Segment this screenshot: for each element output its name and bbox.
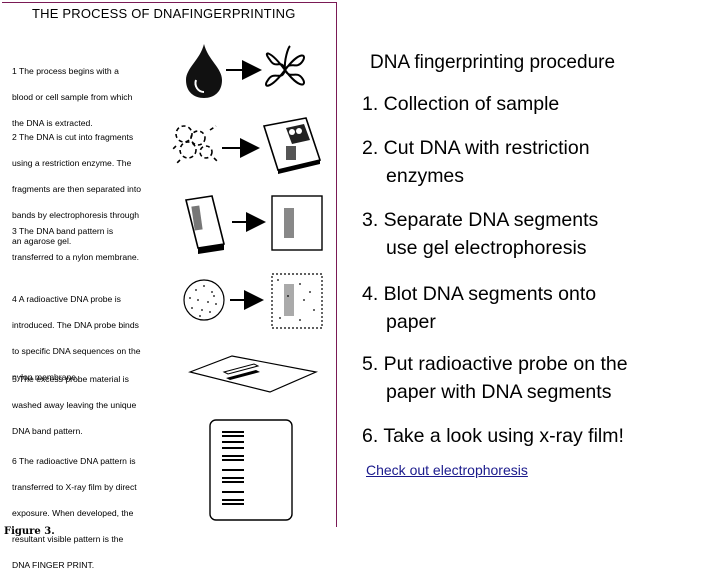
step-item-line: enzymes: [386, 165, 465, 187]
dna-fragments-icon: [171, 125, 219, 165]
slide-heading: DNA fingerprinting procedure: [370, 52, 616, 73]
step-item-line: 3. Separate DNA segments: [362, 209, 599, 231]
step-item-line: 4. Blot DNA segments onto: [362, 283, 597, 305]
step-5-line: DNA band pattern.: [12, 426, 83, 436]
figure-title: THE PROCESS OF DNAFINGERPRINTING: [32, 6, 296, 21]
probed-membrane-icon: [271, 273, 323, 329]
step-item-line: 2. Cut DNA with restriction: [362, 137, 590, 159]
step-6-line: DNA FINGER PRINT.: [12, 560, 95, 570]
figure-border: [2, 2, 337, 527]
step-item: 6. Take a look using x-ray film!: [362, 422, 624, 450]
step-6-line: exposure. When developed, the: [12, 508, 134, 518]
step-2-line: bands by electrophoresis through: [12, 210, 140, 220]
step-5-line: washed away leaving the unique: [12, 400, 137, 410]
step-item-line: use gel electrophoresis: [386, 237, 587, 259]
step-5-line: 5 The excess probe material is: [12, 374, 129, 384]
electrophoresis-link[interactable]: Check out electrophoresis: [366, 462, 528, 478]
step-1-text: 1 The process begins with a blood or cel…: [12, 52, 160, 143]
step-1-line: the DNA is extracted.: [12, 118, 93, 128]
nylon-membrane-icon: [271, 195, 323, 251]
step-2-line: an agarose gel.: [12, 236, 72, 246]
step-3-line: transferred to a nylon membrane.: [12, 252, 140, 262]
step-5-text: 5 The excess probe material is washed aw…: [12, 360, 160, 451]
step-2-line: 2 The DNA is cut into fragments: [12, 132, 134, 142]
radioactive-probe-icon: [183, 279, 225, 321]
step-1-line: 1 The process begins with a: [12, 66, 119, 76]
washed-membrane-icon: [188, 355, 319, 393]
step-2-text: 2 The DNA is cut into fragments using a …: [12, 118, 160, 261]
step-item-line: paper: [386, 311, 436, 333]
step-4-line: introduced. The DNA probe binds: [12, 320, 139, 330]
step-item: 5. Put radioactive probe on the paper wi…: [362, 350, 628, 406]
step-6-line: transferred to X-ray film by direct: [12, 482, 137, 492]
process-illustrations: [171, 44, 323, 521]
blood-drop-icon: [186, 44, 222, 98]
gel-tray-icon: [262, 117, 322, 174]
step-3-text: 3 The DNA band pattern is transferred to…: [12, 212, 160, 277]
step-4-line: to specific DNA sequences on the: [12, 346, 141, 356]
dna-strand-icon: [265, 45, 305, 87]
step-item-line: 1. Collection of sample: [362, 93, 560, 115]
gel-slab-icon: [185, 195, 225, 254]
step-6-line: 6 The radioactive DNA pattern is: [12, 456, 136, 466]
process-figure: THE PROCESS OF DNAFINGERPRINTING 1 The p…: [0, 0, 340, 570]
step-3-line: 3 The DNA band pattern is: [12, 226, 114, 236]
step-item: 1. Collection of sample: [362, 90, 559, 118]
step-2-line: fragments are then separated into: [12, 184, 141, 194]
step-4-line: 4 A radioactive DNA probe is: [12, 294, 121, 304]
step-4-text: 4 A radioactive DNA probe is introduced.…: [12, 280, 160, 397]
step-item-line: paper with DNA segments: [386, 381, 612, 403]
step-6-line: resultant visible pattern is the: [12, 534, 124, 544]
xray-film-icon: [209, 419, 293, 521]
figure-caption: Figure 3.: [4, 526, 55, 537]
step-4-line: nylon membrane.: [12, 372, 79, 382]
step-2-line: using a restriction enzyme. The: [12, 158, 132, 168]
slide-text-panel: DNA fingerprinting procedure 1. Collecti…: [340, 0, 720, 540]
step-item: 3. Separate DNA segments use gel electro…: [362, 206, 598, 262]
step-1-line: blood or cell sample from which: [12, 92, 133, 102]
step-item-line: 5. Put radioactive probe on the: [362, 353, 628, 375]
step-item-line: 6. Take a look using x-ray film!: [362, 425, 624, 447]
step-item: 4. Blot DNA segments onto paper: [362, 280, 596, 336]
step-item: 2. Cut DNA with restriction enzymes: [362, 134, 590, 190]
